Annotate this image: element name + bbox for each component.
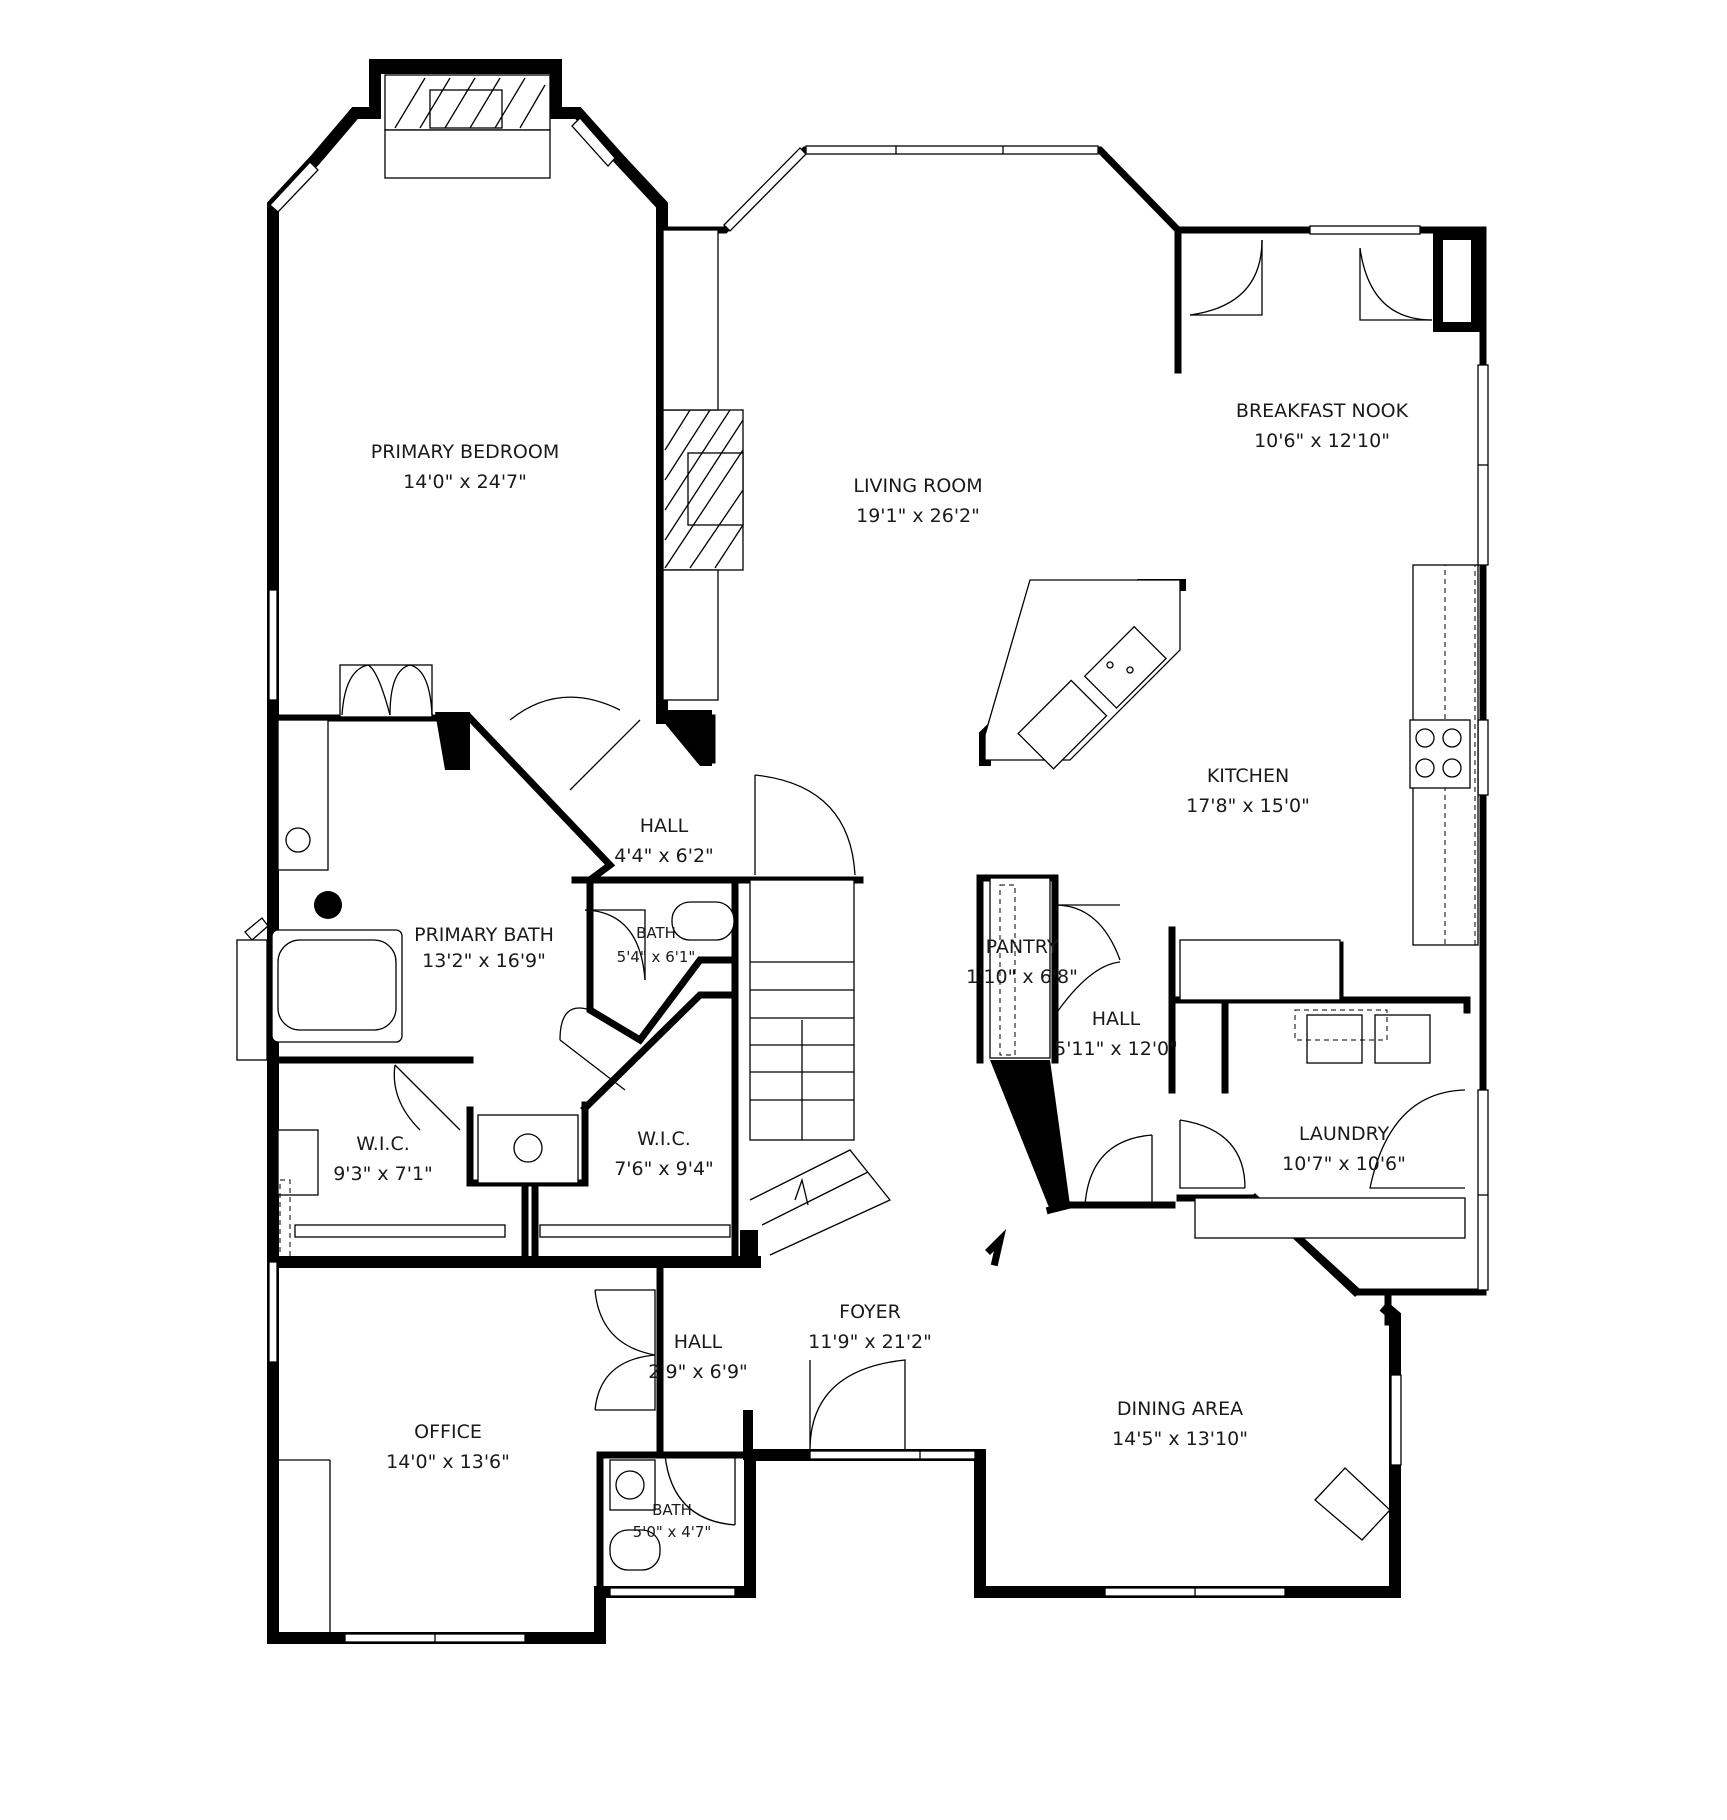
room-labels: PRIMARY BEDROOM 14'0" x 24'7" LIVING ROO…	[333, 400, 1408, 1541]
room-name-dining-area: DINING AREA	[1117, 1398, 1243, 1420]
room-dims-hall-3: 2'9" x 6'9"	[648, 1361, 748, 1383]
room-name-wic-1: W.I.C.	[356, 1133, 410, 1155]
room-dims-wic-2: 7'6" x 9'4"	[614, 1158, 714, 1180]
room-name-foyer: FOYER	[839, 1301, 901, 1323]
room-dims-living-room: 19'1" x 26'2"	[856, 505, 980, 527]
fireplaces	[384, 74, 744, 701]
room-dims-hall-2: 5'11" x 12'0"	[1054, 1038, 1178, 1060]
room-name-bath-2: BATH	[652, 1501, 692, 1519]
room-dims-dining-area: 14'5" x 13'10"	[1112, 1428, 1248, 1450]
room-dims-wic-1: 9'3" x 7'1"	[333, 1163, 433, 1185]
room-dims-office: 14'0" x 13'6"	[386, 1451, 510, 1473]
doors	[339, 239, 1466, 1541]
fixtures	[271, 564, 1479, 1635]
room-name-laundry: LAUNDRY	[1299, 1123, 1390, 1145]
room-dims-primary-bedroom: 14'0" x 24'7"	[403, 471, 527, 493]
room-dims-hall-1: 4'4" x 6'2"	[614, 845, 714, 867]
room-dims-pantry: 1'10" x 6'8"	[966, 966, 1078, 988]
windows	[236, 117, 1489, 1643]
room-dims-breakfast-nook: 10'6" x 12'10"	[1254, 430, 1390, 452]
room-name-primary-bath: PRIMARY BATH	[414, 924, 554, 946]
room-name-office: OFFICE	[414, 1421, 482, 1443]
room-dims-kitchen: 17'8" x 15'0"	[1186, 795, 1310, 817]
room-name-living-room: LIVING ROOM	[853, 475, 982, 497]
stairs	[749, 879, 892, 1256]
room-dims-bath-1: 5'4" x 6'1"	[617, 948, 696, 966]
room-name-bath-1: BATH	[636, 924, 676, 942]
room-name-breakfast-nook: BREAKFAST NOOK	[1236, 400, 1409, 422]
room-name-hall-3: HALL	[674, 1331, 723, 1353]
room-dims-bath-2: 5'0" x 4'7"	[633, 1523, 712, 1541]
room-dims-laundry: 10'7" x 10'6"	[1282, 1153, 1406, 1175]
room-name-hall-2: HALL	[1092, 1008, 1141, 1030]
room-dims-primary-bath: 13'2" x 16'9"	[422, 950, 546, 972]
room-name-pantry: PANTRY	[986, 936, 1059, 958]
room-name-primary-bedroom: PRIMARY BEDROOM	[371, 441, 559, 463]
room-name-kitchen: KITCHEN	[1207, 765, 1289, 787]
room-name-hall-1: HALL	[640, 815, 689, 837]
walls	[267, 59, 1487, 1644]
room-dims-foyer: 11'9" x 21'2"	[808, 1331, 932, 1353]
room-name-wic-2: W.I.C.	[637, 1128, 691, 1150]
